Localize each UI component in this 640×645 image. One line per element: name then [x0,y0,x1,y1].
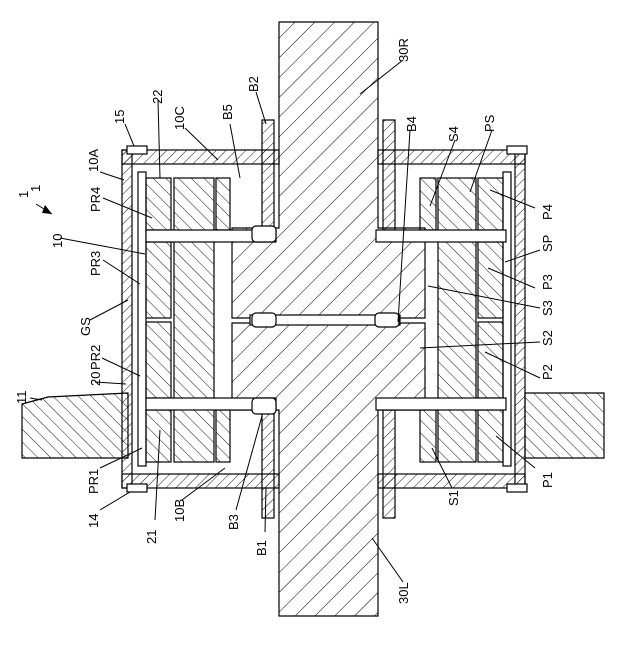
label-PR3: PR3 [88,251,103,276]
label-21: 21 [144,530,159,544]
label-P3: P3 [540,274,555,290]
label-P2: P2 [540,364,555,380]
label-PS: PS [482,114,497,132]
label-30L: 30L [396,582,411,604]
label-10: 10 [50,234,65,248]
label-SP: SP [540,235,555,252]
bearing-B1-right [383,410,395,518]
retainer-15-right [507,146,527,154]
label-B5: B5 [220,104,235,120]
label-S2: S2 [540,330,555,346]
shaft-30R [232,22,425,318]
retainer-14-right [507,484,527,492]
case-top-plate-right [378,150,525,164]
label-11: 11 [14,391,29,405]
label-B3: B3 [226,514,241,530]
bearing-B2-left [262,120,274,230]
label-B4: B4 [404,116,419,132]
label-PR4: PR4 [88,187,103,212]
gear-PR2 [146,322,171,398]
label-B1: B1 [254,540,269,556]
housing-11-right [525,393,604,458]
bearing-B2-right [383,120,395,230]
bearing-B1-left [262,410,274,518]
gear-PR3 [146,242,171,318]
ring-gear-left [138,172,146,466]
label-S1: S1 [446,490,461,506]
gear-P1 [478,410,503,462]
housing-11-left [22,393,128,458]
label-S3: S3 [540,300,555,316]
gear-P2 [478,322,503,398]
label-10B: 10B [172,499,187,522]
label-22: 22 [150,90,165,104]
sun-left-S4 [216,178,230,230]
retainer-15 [127,146,147,154]
label-20: 20 [88,372,103,386]
sun-right-S4 [420,178,436,230]
bearing-B5 [252,226,276,242]
label-P1: P1 [540,472,555,488]
figure-ref-subscript: 1 [28,185,43,192]
label-10A: 10A [86,149,101,172]
bearing-B3 [252,398,276,414]
gear-PR4 [146,178,171,230]
planet-shaft-left [174,178,214,462]
label-GS: GS [78,317,93,336]
sun-left-S1 [216,410,230,462]
label-P4: P4 [540,204,555,220]
gear-P4 [478,178,503,230]
pin-right-top [376,230,506,242]
bearing-B4-right-cap [375,313,399,327]
label-S4: S4 [446,126,461,142]
label-14: 14 [86,514,101,528]
label-30R: 30R [396,38,411,62]
label-PR1: PR1 [86,469,101,494]
ring-gear-right [503,172,511,466]
label-10C: 10C [172,106,187,130]
planet-shaft-PS [438,178,476,462]
label-B2: B2 [246,76,261,92]
pin-right-bottom [376,398,506,410]
sun-right-S1 [420,410,436,462]
gear-P3 [478,242,503,318]
case-10A-wall [122,150,132,488]
retainer-14 [127,484,147,492]
label-15: 15 [112,110,127,124]
label-PR2: PR2 [88,345,103,370]
bearing-B4-left-cap [252,313,276,327]
